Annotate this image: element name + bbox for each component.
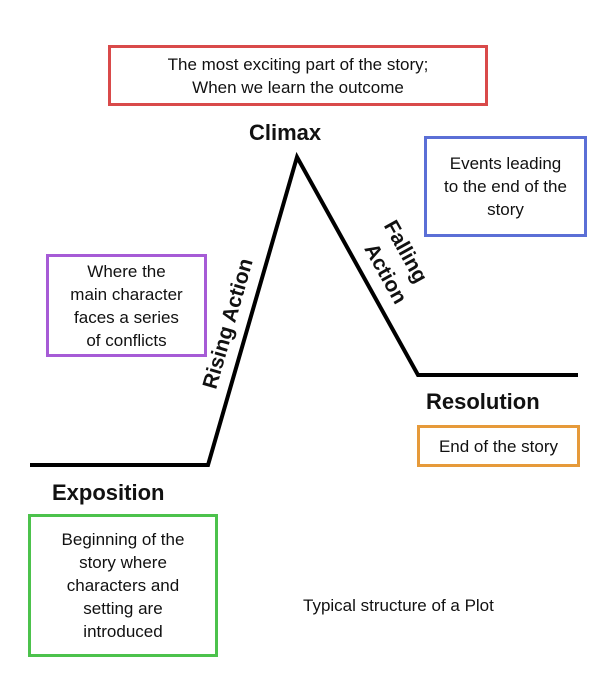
plot-line-path bbox=[30, 151, 578, 467]
rising-note-line-2: main character bbox=[70, 284, 183, 304]
exposition-note-line-3: characters and bbox=[66, 576, 180, 595]
falling-note-line-1: Events leading bbox=[449, 154, 562, 173]
climax-label: Climax bbox=[249, 120, 322, 145]
falling-note-line-3: story bbox=[487, 200, 524, 219]
diagram-caption: Typical structure of a Plot bbox=[303, 596, 494, 615]
exposition-note-line-4: setting are bbox=[83, 599, 163, 618]
climax-note-line-1: The most exciting part of the story; bbox=[167, 54, 429, 74]
rising-note-line-3: faces a series bbox=[74, 307, 179, 327]
resolution-note-line-1: End of the story bbox=[438, 436, 559, 456]
climax-note-line-2: When we learn the outcome bbox=[192, 77, 404, 97]
exposition-label: Exposition bbox=[52, 480, 165, 505]
resolution-label: Resolution bbox=[426, 389, 540, 414]
resolution-note-box: End of the story bbox=[417, 425, 580, 467]
exposition-note-box: Beginning of the story where characters … bbox=[28, 514, 218, 657]
rising-note-line-4: of conflicts bbox=[86, 330, 167, 350]
falling-note-line-2: to the end of the bbox=[444, 177, 567, 196]
falling-action-note-box: Events leading to the end of the story bbox=[424, 136, 587, 237]
climax-note-box: The most exciting part of the story; Whe… bbox=[108, 45, 488, 106]
exposition-note-line-2: story where bbox=[79, 553, 167, 572]
exposition-note-line-5: introduced bbox=[83, 622, 163, 641]
rising-action-note-box: Where the main character faces a series … bbox=[46, 254, 207, 357]
rising-note-line-1: Where the bbox=[87, 261, 166, 281]
exposition-note-line-1: Beginning of the bbox=[61, 530, 185, 549]
